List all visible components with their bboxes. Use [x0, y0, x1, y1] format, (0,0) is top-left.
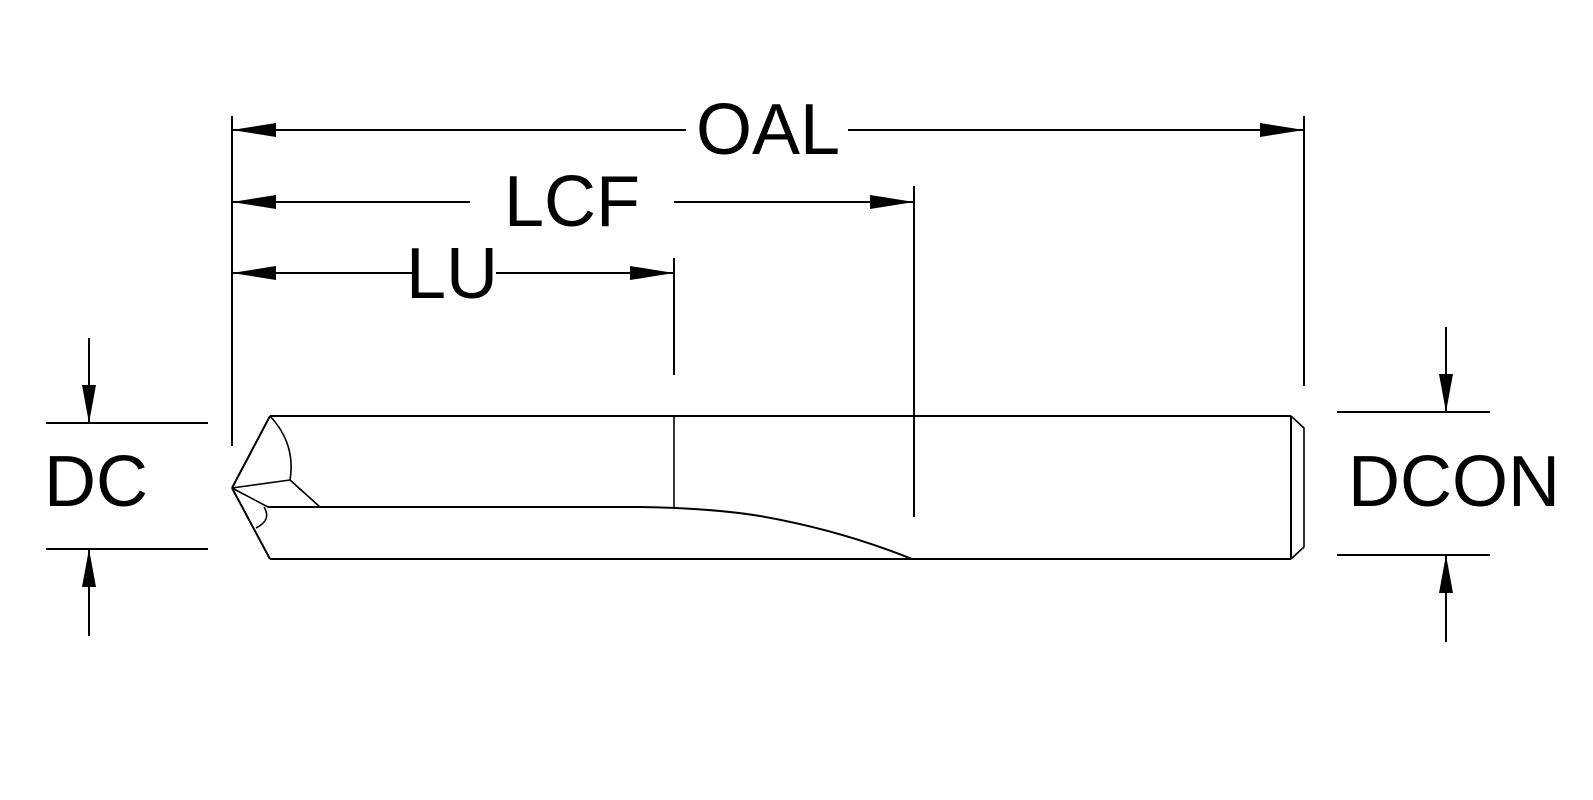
dcon-arrow-down-icon	[1439, 374, 1453, 412]
lu-arrow-left-icon	[232, 266, 276, 280]
lu-label: LU	[406, 234, 498, 314]
tip-lower-lip	[231, 487, 269, 508]
tip-cutting-lip-arc	[269, 415, 292, 481]
tip-margin-arc	[255, 506, 268, 529]
dc-arrow-down-icon	[82, 385, 96, 423]
lcf-arrow-left-icon	[232, 195, 276, 209]
oal-dimension: OAL	[232, 90, 1304, 170]
tip-lower-edge	[231, 487, 271, 560]
flute-runout-curve	[639, 506, 913, 560]
dc-label: DC	[44, 442, 148, 522]
oal-label: OAL	[696, 90, 840, 170]
dc-arrow-up-icon	[82, 549, 96, 587]
lcf-arrow-right-icon	[870, 195, 914, 209]
lcf-dimension: LCF	[232, 162, 914, 242]
shank-chamfer	[1290, 415, 1305, 560]
dcon-arrow-up-icon	[1439, 555, 1453, 593]
tip-upper-edge	[231, 415, 271, 489]
tip-lip-to-flute	[289, 479, 321, 508]
oal-arrow-right-icon	[1260, 123, 1304, 137]
lu-arrow-right-icon	[630, 266, 674, 280]
dcon-label: DCON	[1348, 442, 1560, 522]
oal-arrow-left-icon	[232, 123, 276, 137]
dcon-dimension: DCON	[1337, 327, 1560, 642]
tip-chisel-edge	[231, 479, 291, 489]
tool-body	[231, 415, 1305, 560]
lu-dimension: LU	[232, 234, 674, 314]
lcf-label: LCF	[504, 162, 640, 242]
dc-dimension: DC	[44, 338, 208, 636]
